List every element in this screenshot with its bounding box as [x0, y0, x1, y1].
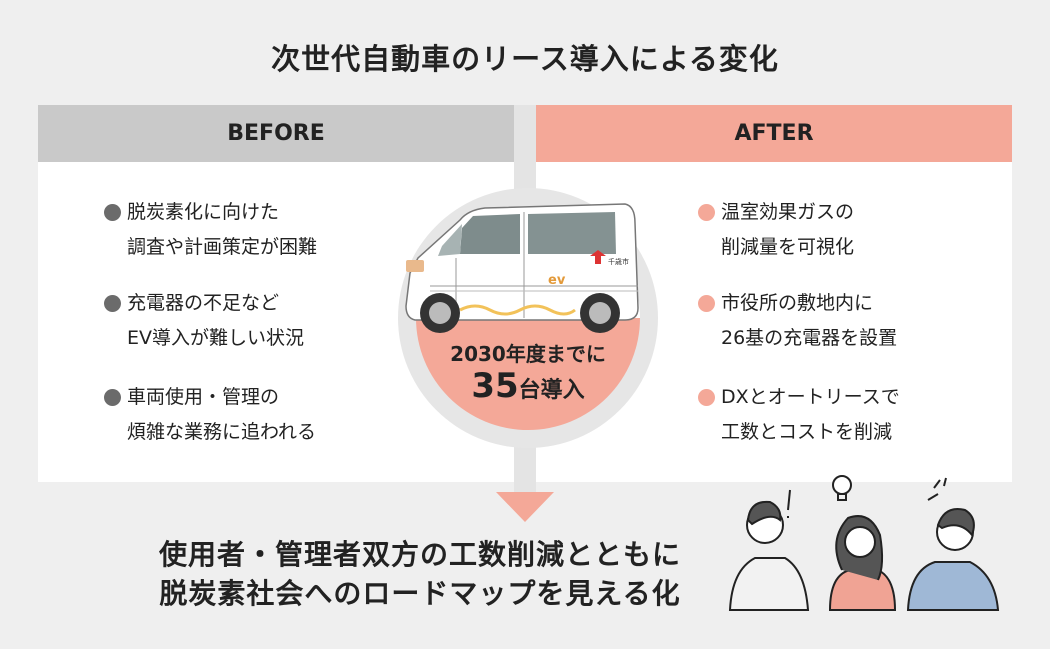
- item-text: 脱炭素化に向けた: [127, 201, 280, 223]
- after-item: 市役所の敷地内に 26基の充電器を設置: [698, 286, 897, 356]
- ev-car-illustration: ev 千歳市: [405, 203, 639, 333]
- item-text: 工数とコストを削減: [721, 421, 893, 443]
- item-text: 煩雑な業務に追われる: [127, 421, 317, 443]
- target-year-text: 2030年度までに: [450, 342, 606, 366]
- conclusion-line-2: 脱炭素社会へのロードマップを見える化: [159, 577, 681, 610]
- exclamation-icon: [787, 489, 791, 518]
- item-text: DXとオートリースで: [721, 386, 900, 408]
- svg-text:千歳市: 千歳市: [608, 257, 629, 266]
- after-item: 温室効果ガスの削減量を可視化: [698, 195, 854, 265]
- item-text: EV導入が難しい状況: [127, 327, 305, 349]
- item-text: 市役所の敷地内に: [721, 292, 874, 314]
- item-text: 温室効果ガスの: [721, 201, 855, 223]
- before-item: 車両使用・管理の煩雑な業務に追われる: [104, 380, 316, 450]
- item-text: 車両使用・管理の: [127, 386, 280, 408]
- target-number: 35: [471, 366, 519, 406]
- down-arrow-icon: [496, 492, 554, 522]
- page-title: 次世代自動車のリース導入による変化: [271, 42, 779, 76]
- bullet-icon: [104, 204, 121, 221]
- bullet-icon: [698, 204, 715, 221]
- before-header: BEFORE: [38, 105, 514, 162]
- conclusion-line-1: 使用者・管理者双方の工数削減とともに: [158, 538, 681, 571]
- bullet-icon: [698, 389, 715, 406]
- item-text: 26基の充電器を設置: [721, 327, 898, 349]
- ev-logo: ev: [548, 273, 566, 288]
- bullet-icon: [104, 295, 121, 312]
- item-text: 調査や計画策定が困難: [127, 236, 318, 258]
- before-item: 充電器の不足など EV導入が難しい状況: [104, 286, 304, 356]
- target-unit: 台導入: [518, 378, 585, 403]
- people-illustration: [728, 475, 1000, 611]
- after-item: DXとオートリースで工数とコストを削減: [698, 380, 900, 450]
- item-text: 削減量を可視化: [721, 236, 855, 258]
- bullet-icon: [104, 389, 121, 406]
- lightbulb-icon: [832, 475, 852, 495]
- target-count: 35台導入: [398, 366, 658, 406]
- city-emblem-icon: [590, 250, 606, 264]
- before-item: 脱炭素化に向けた調査や計画策定が困難: [104, 195, 317, 265]
- after-header: AFTER: [536, 105, 1012, 162]
- item-text: 充電器の不足など: [127, 292, 280, 314]
- bullet-icon: [698, 295, 715, 312]
